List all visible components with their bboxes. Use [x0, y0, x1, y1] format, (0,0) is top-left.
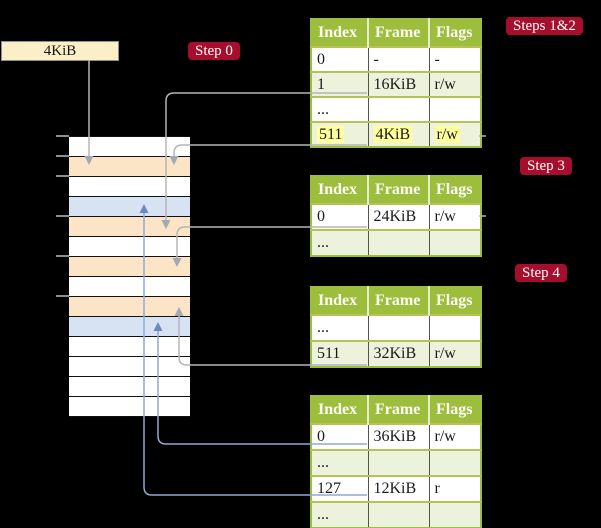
step4-badge: Step 4 [515, 264, 567, 282]
column-header: Frame [367, 396, 429, 424]
pte-row: ... [311, 501, 481, 528]
column-header: Frame [367, 176, 429, 204]
pte-cell: 0 [311, 46, 368, 72]
arrow-table0-entry511-to-mem-row-2 [169, 144, 367, 165]
pte-cell: ... [311, 96, 368, 122]
pte-cell: ... [311, 229, 368, 256]
physical-memory-column [69, 136, 190, 417]
memory-row-7 [69, 257, 190, 277]
pte-cell: r/w [428, 340, 481, 367]
column-header: Index [311, 287, 368, 315]
highlighted-value: 511 [317, 125, 345, 143]
pte-cell: ... [311, 501, 368, 528]
pte-cell: 4KiB [367, 121, 429, 147]
pte-cell: 0 [311, 203, 368, 230]
pte-cell: ... [311, 449, 368, 476]
pte-cell [367, 96, 429, 122]
pte-cell [367, 314, 429, 341]
pte-cell: - [428, 46, 481, 72]
memory-row-14 [69, 397, 190, 417]
pte-row: ... [311, 229, 481, 256]
pte-cell: 511 [311, 121, 368, 147]
column-header: Flags [428, 287, 481, 315]
memory-tick [56, 155, 69, 157]
pte-cell: 24KiB [367, 203, 429, 230]
steps1-2-badge: Steps 1&2 [506, 17, 583, 35]
pte-cell: 32KiB [367, 340, 429, 367]
memory-tick [56, 215, 69, 217]
memory-row-13 [69, 377, 190, 397]
pte-cell: r/w [428, 423, 481, 450]
pte-cell [367, 449, 429, 476]
memory-row-4 [69, 197, 190, 217]
highlighted-value: 4KiB [373, 125, 413, 143]
memory-tick [56, 255, 69, 257]
pte-cell [428, 501, 481, 528]
page-size-label: 4KiB [1, 41, 119, 61]
column-header: Index [311, 176, 368, 204]
pte-row: 0-- [311, 46, 481, 72]
pte-cell: r/w [428, 203, 481, 230]
column-header: Flags [428, 19, 481, 47]
pte-row: 511 4KiB r/w [311, 121, 481, 147]
column-header: Frame [367, 19, 429, 47]
pte-row: ... [311, 96, 481, 122]
pte-cell: r [428, 475, 481, 502]
pte-cell: 16KiB [367, 71, 429, 97]
highlighted-value: r/w [434, 125, 460, 143]
pte-cell: 127 [311, 475, 368, 502]
column-header: Flags [428, 176, 481, 204]
memory-row-11 [69, 337, 190, 357]
pte-cell: 36KiB [367, 423, 429, 450]
pte-cell: 1 [311, 71, 368, 97]
pte-cell: r/w [428, 121, 481, 147]
pte-cell [428, 449, 481, 476]
memory-row-2 [69, 157, 190, 177]
column-header: Flags [428, 396, 481, 424]
memory-row-6 [69, 237, 190, 257]
pte-cell [367, 229, 429, 256]
pte-cell [428, 96, 481, 122]
memory-row-10 [69, 317, 190, 337]
pte-row: ... [311, 449, 481, 476]
column-header: Index [311, 19, 368, 47]
memory-row-12 [69, 357, 190, 377]
memory-row-1 [69, 137, 190, 157]
pte-cell: 511 [311, 340, 368, 367]
step0-badge: Step 0 [188, 42, 240, 60]
memory-row-9 [69, 297, 190, 317]
memory-tick [56, 295, 69, 297]
memory-tick [56, 135, 69, 137]
memory-row-8 [69, 277, 190, 297]
memory-tick [56, 175, 69, 177]
pte-cell: ... [311, 314, 368, 341]
memory-row-3 [69, 177, 190, 197]
pte-cell [428, 314, 481, 341]
column-header: Frame [367, 287, 429, 315]
step3-badge: Step 3 [520, 157, 572, 175]
pte-row: ... [311, 314, 481, 341]
memory-row-5 [69, 217, 190, 237]
column-header: Index [311, 396, 368, 424]
pte-cell [428, 229, 481, 256]
pte-cell: 12KiB [367, 475, 429, 502]
pte-cell: - [367, 46, 429, 72]
pte-cell: r/w [428, 71, 481, 97]
pte-cell [367, 501, 429, 528]
pte-cell: 0 [311, 423, 368, 450]
